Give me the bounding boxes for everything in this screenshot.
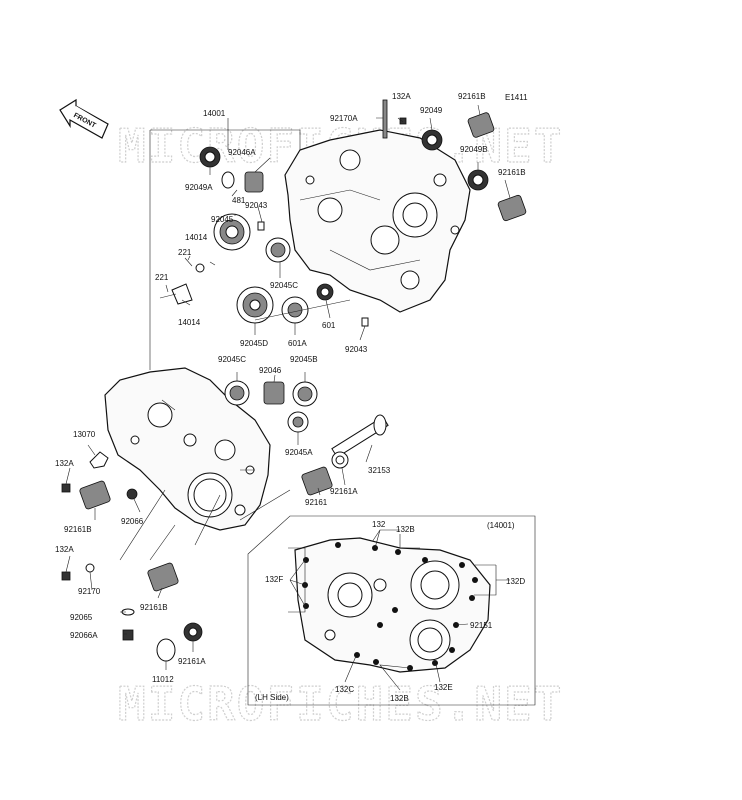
inset-label-132F: 132F — [265, 575, 283, 584]
plug-92066A — [122, 629, 134, 641]
label-132A-left: 132A — [55, 459, 74, 468]
left-crankcase-half — [104, 367, 271, 531]
inset-label-132E: 132E — [434, 683, 453, 692]
bearing-92045C-lower — [224, 380, 250, 406]
bolt-132A-upper — [399, 117, 407, 125]
label-92045C-lower: 92045C — [218, 355, 246, 364]
label-92170A: 92170A — [330, 114, 358, 123]
inset-title: (14001) — [487, 521, 515, 530]
bolt-221 — [159, 257, 193, 299]
inset-left-crankcase — [247, 515, 536, 706]
label-92045A: 92045A — [285, 448, 313, 457]
label-13070: 13070 — [73, 430, 96, 439]
inset-label-132: 132 — [372, 520, 386, 529]
inset-labels: (14001) (LH Side) 132 132B 132F 132D 921… — [255, 520, 525, 703]
bearing-92045D — [236, 286, 274, 324]
label-92043-upper: 92043 — [245, 201, 268, 210]
label-92046A: 92046A — [228, 148, 256, 157]
label-92045D: 92045D — [240, 339, 268, 348]
label-92161: 92161 — [305, 498, 328, 507]
front-arrow-icon: FRONT — [59, 98, 109, 139]
pipe-92170 — [85, 563, 95, 573]
bearing-92045A — [287, 411, 309, 433]
label-14001: 14001 — [203, 109, 226, 118]
label-221-lower: 221 — [155, 273, 169, 282]
label-92049B: 92049B — [460, 145, 488, 154]
inset-label-132C: 132C — [335, 685, 354, 694]
needle-bearing-92046 — [263, 381, 285, 405]
pipe-92170A — [382, 99, 388, 139]
label-14014-lower: 14014 — [178, 318, 201, 327]
label-32153: 32153 — [368, 466, 391, 475]
label-481: 481 — [232, 196, 246, 205]
bearing-92049B — [467, 169, 489, 191]
part-labels: 14001 92049A 92046A 481 92043 92045 1401… — [55, 92, 526, 684]
shaft-32153 — [331, 414, 389, 458]
label-92170: 92170 — [78, 587, 101, 596]
label-132A-upper: 132A — [392, 92, 411, 101]
plate-14014 — [171, 263, 205, 305]
sleeve-92161B-left — [79, 480, 111, 510]
label-92066: 92066 — [121, 517, 144, 526]
label-11012: 11012 — [152, 675, 174, 684]
bearing-601A — [281, 296, 309, 324]
inset-label-92151: 92151 — [470, 621, 493, 630]
needle-bearing-92046A — [244, 171, 264, 193]
label-92049A: 92049A — [185, 183, 213, 192]
bolt-132A-left — [61, 483, 71, 493]
cap-11012 — [156, 638, 176, 662]
inset-label-132B-upper: 132B — [396, 525, 415, 534]
label-92065: 92065 — [70, 613, 93, 622]
label-132A-lower: 132A — [55, 545, 74, 554]
label-92161B-left: 92161B — [64, 525, 92, 534]
bearing-92045B — [292, 381, 318, 407]
bearing-92045C-upper — [265, 237, 291, 263]
label-92161B-lower: 92161B — [140, 603, 168, 612]
sleeve-92161B-upper — [467, 112, 495, 138]
label-92161B-upper: 92161B — [458, 92, 486, 101]
bolt-132A-lower — [61, 571, 71, 581]
label-92049: 92049 — [420, 106, 443, 115]
oil-seal-481 — [221, 171, 235, 189]
label-92066A: 92066A — [70, 631, 98, 640]
label-601A: 601A — [288, 339, 307, 348]
label-92045B: 92045B — [290, 355, 318, 364]
seal-92161A-middle — [331, 451, 349, 469]
right-crankcase-half — [284, 129, 471, 313]
label-92161A-lower: 92161A — [178, 657, 206, 666]
inset-label-132B-lower: 132B — [390, 694, 409, 703]
inset-side-label: (LH Side) — [255, 693, 289, 702]
inset-label-132D: 132D — [506, 577, 525, 586]
bearing-92049 — [421, 129, 443, 151]
diagram-code: E1411 — [505, 93, 528, 102]
label-92161B-right: 92161B — [498, 168, 526, 177]
label-92045C-upper: 92045C — [270, 281, 298, 290]
sleeve-92161 — [301, 466, 333, 496]
label-92046: 92046 — [259, 366, 282, 375]
sleeve-92161B-right — [497, 194, 527, 222]
watermark-bottom: MICROFICHES.NET — [118, 677, 563, 731]
label-14014-upper: 14014 — [185, 233, 208, 242]
dowel-pin-92043-lower — [361, 317, 369, 327]
bearing-92045 — [213, 213, 251, 251]
bearing-601 — [316, 283, 334, 301]
bearing-92049A — [199, 146, 221, 168]
dowel-pin-92043 — [257, 221, 265, 231]
label-221-upper: 221 — [178, 248, 192, 257]
label-92043-lower: 92043 — [345, 345, 368, 354]
bracket-13070 — [89, 451, 109, 469]
label-92161A-middle: 92161A — [330, 487, 358, 496]
seal-92161A-lower — [183, 622, 203, 642]
sleeve-92161B-lower — [147, 562, 179, 592]
label-92045: 92045 — [211, 215, 234, 224]
plug-92066 — [126, 488, 138, 500]
label-601: 601 — [322, 321, 336, 330]
